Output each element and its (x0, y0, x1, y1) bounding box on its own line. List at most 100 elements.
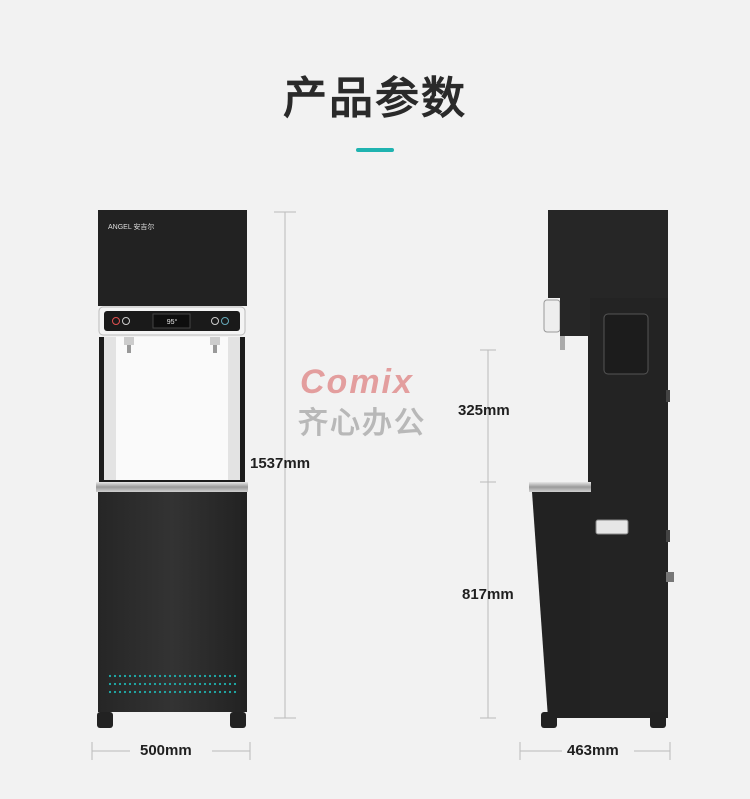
front-dimension-lines (91, 211, 296, 760)
led-dot (148, 674, 152, 678)
led-dot (133, 690, 137, 694)
led-dot (188, 682, 192, 686)
normal-button-icon (221, 317, 229, 325)
led-dot (113, 690, 117, 694)
led-dot (138, 690, 142, 694)
led-dot (178, 674, 182, 678)
temperature-display: 95° (167, 318, 178, 326)
led-dot (188, 690, 192, 694)
led-dot (118, 690, 122, 694)
led-dot (138, 682, 142, 686)
led-dot (208, 674, 212, 678)
led-dot (123, 682, 127, 686)
led-dot (123, 674, 127, 678)
led-dot (118, 674, 122, 678)
led-dot (113, 682, 117, 686)
led-dot (128, 682, 132, 686)
led-dot (128, 690, 132, 694)
warm-button-icon (211, 317, 219, 325)
led-dot (168, 690, 172, 694)
led-dot (168, 674, 172, 678)
led-dot (183, 682, 187, 686)
led-dot (113, 674, 117, 678)
led-dot (213, 690, 217, 694)
led-dot (138, 674, 142, 678)
led-dot (178, 690, 182, 694)
front-view-dispenser: ANGEL 安吉尔 95° (96, 210, 248, 728)
led-dot (148, 682, 152, 686)
side-faucet (560, 336, 565, 350)
led-dot (153, 674, 157, 678)
led-dot (123, 690, 127, 694)
led-dot (203, 690, 207, 694)
led-dot (163, 682, 167, 686)
led-dot (183, 690, 187, 694)
led-dot (228, 690, 232, 694)
led-dot (223, 682, 227, 686)
led-dot (228, 674, 232, 678)
child-lock-icon (122, 317, 130, 325)
led-dot (143, 674, 147, 678)
height-dimension-label: 1537mm (250, 455, 311, 472)
watermark-cjk: 齐心办公 (298, 406, 426, 441)
led-dot (163, 674, 167, 678)
led-dot (173, 690, 177, 694)
page-title: 产品参数 (283, 73, 467, 124)
led-dot (153, 682, 157, 686)
led-dot (193, 674, 197, 678)
led-dot (128, 674, 132, 678)
side-view-dispenser (529, 210, 674, 728)
led-dot (143, 690, 147, 694)
side-handle (595, 519, 629, 535)
led-dot (203, 682, 207, 686)
led-dot (218, 682, 222, 686)
right-faucet (210, 337, 220, 353)
led-dot (108, 690, 112, 694)
led-dot (158, 682, 162, 686)
led-dot (118, 682, 122, 686)
hot-button-icon (112, 317, 120, 325)
led-dot (223, 674, 227, 678)
title-accent-bar (356, 148, 394, 152)
side-service-panel (603, 313, 649, 375)
side-right-foot (650, 712, 666, 728)
led-dot (223, 690, 227, 694)
led-dot (203, 674, 207, 678)
led-dot (148, 690, 152, 694)
led-dot (218, 690, 222, 694)
left-faucet (124, 337, 134, 353)
led-dot (168, 682, 172, 686)
led-dot (193, 682, 197, 686)
led-dot (193, 690, 197, 694)
upper-height-dimension-label: 325mm (458, 402, 510, 419)
width-dimension-label: 500mm (140, 742, 192, 759)
led-dot (173, 682, 177, 686)
led-dot (213, 674, 217, 678)
led-dot (163, 690, 167, 694)
led-dot (213, 682, 217, 686)
led-dot (188, 674, 192, 678)
led-dot (158, 674, 162, 678)
right-foot (230, 712, 246, 728)
led-dot (228, 682, 232, 686)
led-dot (233, 690, 237, 694)
led-dot (198, 690, 202, 694)
side-left-foot (541, 712, 557, 728)
led-dot (108, 674, 112, 678)
led-dot (198, 674, 202, 678)
led-dot (143, 682, 147, 686)
side-drip-tray (529, 482, 591, 492)
led-dot (233, 674, 237, 678)
watermark-latin: Comix (300, 363, 414, 401)
led-dot (208, 682, 212, 686)
brand-logo: ANGEL 安吉尔 (108, 222, 154, 231)
led-dot (158, 690, 162, 694)
led-dot (173, 674, 177, 678)
led-dot-rows (108, 674, 237, 694)
led-dot (183, 674, 187, 678)
led-dot (108, 682, 112, 686)
lower-height-dimension-label: 817mm (462, 586, 514, 603)
depth-dimension-label: 463mm (567, 742, 619, 759)
side-dimension-lines (480, 349, 671, 760)
